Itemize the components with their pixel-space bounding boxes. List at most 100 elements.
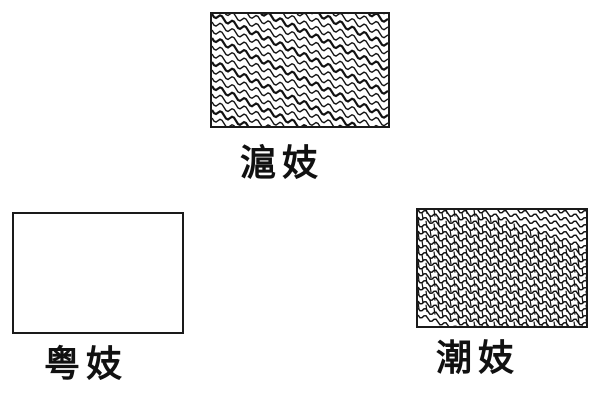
lattice-tick	[553, 321, 556, 326]
lattice-tick	[529, 229, 532, 237]
lattice-tick	[429, 229, 432, 237]
lattice-tick	[469, 271, 472, 279]
lattice-tick	[457, 301, 460, 310]
lattice-tick	[545, 290, 548, 298]
lattice-tick	[505, 220, 508, 228]
lattice-tick	[517, 315, 520, 324]
lattice-tick	[577, 245, 580, 254]
lattice-tick	[525, 234, 528, 242]
lattice-tick	[425, 276, 428, 284]
lattice-tick	[493, 223, 496, 231]
lattice-tick	[501, 240, 504, 248]
lattice-tick	[449, 299, 452, 307]
lattice-tick	[493, 321, 496, 326]
wavy-line	[224, 14, 388, 87]
lattice-tick	[469, 313, 472, 321]
lattice-tick	[441, 254, 444, 262]
lattice-tick	[473, 307, 476, 315]
lattice-tick	[481, 254, 484, 262]
lattice-tick	[533, 321, 536, 326]
lattice-tick	[445, 262, 448, 270]
lattice-tick	[537, 273, 540, 282]
lattice-tick	[577, 259, 580, 268]
lattice-tick	[437, 231, 440, 240]
lattice-tick	[477, 301, 480, 310]
wavy-line	[212, 85, 308, 126]
wavy-line	[247, 14, 388, 79]
lattice-tick	[445, 210, 448, 214]
lattice-tick	[505, 318, 508, 326]
lattice-tick	[469, 243, 472, 251]
lattice-tick	[433, 279, 436, 287]
lattice-tick	[433, 237, 436, 245]
lattice-tick	[541, 240, 544, 248]
lattice-tick	[497, 287, 500, 296]
lattice-tick	[565, 248, 568, 256]
lattice-tick	[561, 282, 564, 290]
lattice-tick	[557, 301, 560, 310]
lattice-tick	[569, 257, 572, 265]
lattice-tick	[553, 237, 556, 245]
lattice-tick	[418, 231, 420, 240]
lattice-tick	[513, 293, 516, 301]
lattice-tick	[437, 301, 440, 310]
lattice-tick	[521, 296, 524, 304]
wavy-line	[212, 93, 285, 126]
lattice-tick	[449, 313, 452, 321]
lattice-tick	[553, 307, 556, 315]
swatch-left-blank	[12, 212, 184, 334]
lattice-tick	[573, 321, 576, 326]
lattice-tick	[565, 318, 568, 326]
lattice-tick	[453, 251, 456, 259]
lattice-tick	[521, 240, 524, 248]
lattice-tick	[421, 296, 424, 304]
lattice-tick	[429, 271, 432, 279]
lattice-tick	[449, 257, 452, 265]
lattice-tick	[545, 262, 548, 270]
lattice-tick	[541, 310, 544, 318]
lattice-tick	[581, 324, 583, 326]
lattice-tick	[418, 259, 420, 268]
lattice-tick	[573, 279, 576, 287]
lattice-tick	[477, 315, 480, 324]
lattice-tick	[457, 231, 460, 240]
lattice-tick	[477, 287, 480, 296]
lattice-tick	[489, 215, 492, 223]
lattice-tick	[501, 254, 504, 262]
lattice-tick	[525, 290, 528, 298]
lattice-tick	[581, 310, 584, 318]
lattice-tick	[421, 240, 424, 248]
lattice-tick	[529, 243, 532, 251]
lattice-tick	[481, 226, 484, 234]
lattice-tick	[457, 217, 460, 226]
lattice-tick	[473, 321, 476, 326]
lattice-tick	[521, 226, 524, 234]
lattice-tick	[501, 268, 504, 276]
lattice-tick	[537, 245, 540, 254]
lattice-tick	[453, 223, 456, 231]
lattice-tick	[449, 215, 452, 223]
lattice-tick	[553, 251, 556, 259]
lattice-tick	[441, 240, 444, 248]
lattice-tick	[533, 307, 536, 315]
lattice-tick	[569, 313, 572, 321]
lattice-tick	[561, 268, 564, 276]
lattice-tick	[481, 324, 483, 326]
lattice-tick	[465, 234, 468, 242]
lattice-tick	[437, 273, 440, 282]
lattice-tick	[485, 220, 488, 228]
lattice-tick	[465, 318, 468, 326]
lattice-tick	[525, 248, 528, 256]
lattice-tick	[581, 282, 584, 290]
lattice-tick	[421, 226, 424, 234]
lattice-tick	[469, 285, 472, 293]
lattice-tick	[437, 217, 440, 226]
lattice-tick	[521, 310, 524, 318]
lattice-tick	[549, 257, 552, 265]
lattice-tick	[577, 315, 580, 324]
lattice-tick	[501, 282, 504, 290]
lattice-tick	[421, 254, 424, 262]
lattice-tick	[465, 248, 468, 256]
lattice-tick	[521, 324, 523, 326]
lattice-tick	[513, 237, 516, 245]
